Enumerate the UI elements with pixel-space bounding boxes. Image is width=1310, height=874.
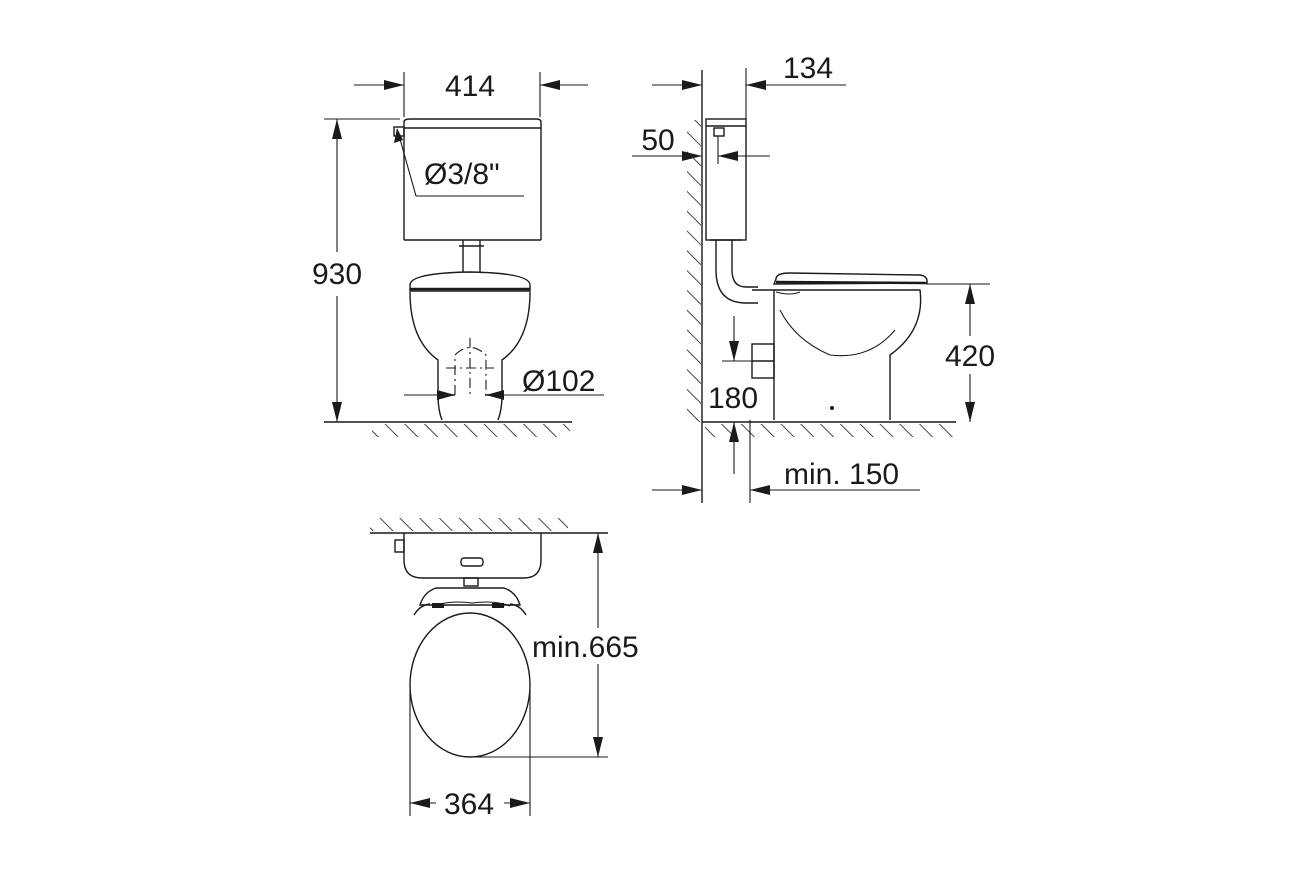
front-floor xyxy=(324,421,572,437)
top-view: min.665 364 xyxy=(370,518,639,821)
front-cistern xyxy=(393,118,542,241)
dim-outlet-diameter: Ø102 xyxy=(404,365,604,400)
label-bowl-width: 364 xyxy=(444,788,494,821)
side-view: 134 50 420 180 xyxy=(632,52,995,503)
label-total-height: 930 xyxy=(312,258,362,291)
side-cistern xyxy=(705,118,747,241)
dim-min-wall-distance: min. 150 xyxy=(652,420,920,503)
dim-seat-height: 420 xyxy=(926,283,995,422)
side-bowl xyxy=(751,272,928,420)
label-outlet-diameter: Ø102 xyxy=(522,365,595,398)
label-min-depth: min.665 xyxy=(532,631,639,664)
front-flush-pipe xyxy=(459,240,484,272)
label-wall-gap: 50 xyxy=(641,124,674,157)
side-floor xyxy=(702,421,956,437)
side-wall xyxy=(687,70,703,503)
top-cistern xyxy=(394,533,542,587)
label-inlet-diameter: Ø3/8" xyxy=(424,158,500,191)
front-outlet xyxy=(446,338,494,398)
dim-bowl-width: 364 xyxy=(409,690,531,821)
dim-min-depth: min.665 xyxy=(472,533,639,758)
label-outlet-height: 180 xyxy=(708,382,758,415)
label-min-wall-distance: min. 150 xyxy=(784,458,899,491)
dim-cistern-depth: 134 xyxy=(652,52,846,119)
label-cistern-depth: 134 xyxy=(783,52,833,85)
label-cistern-width: 414 xyxy=(445,70,495,103)
dim-cistern-width: 414 xyxy=(354,70,588,117)
dim-wall-gap: 50 xyxy=(632,124,770,164)
label-seat-height: 420 xyxy=(945,340,995,373)
dim-total-height: 930 xyxy=(312,118,400,422)
dim-outlet-height: 180 xyxy=(708,316,758,474)
top-seat xyxy=(409,587,531,758)
side-flush-pipe xyxy=(715,240,758,304)
dim-inlet-diameter: Ø3/8" xyxy=(394,128,524,197)
top-wall xyxy=(370,518,608,534)
front-view: 414 930 Ø3/8" Ø102 xyxy=(312,70,604,437)
